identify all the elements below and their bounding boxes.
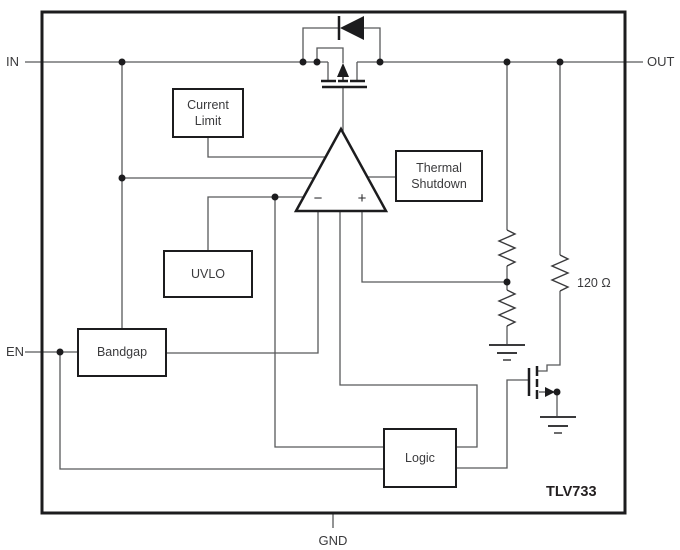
part-number-label: TLV733 <box>546 484 597 500</box>
fet-body-arrow-icon <box>337 63 349 77</box>
block-current-limit: Current Limit <box>172 88 244 138</box>
pin-label-en: EN <box>6 344 25 359</box>
wire-amp-minus-to-bandgap <box>167 210 319 354</box>
wire-en-to-logic <box>59 352 383 470</box>
resistor-value-label: 120 Ω <box>577 276 611 290</box>
feedback-resistor-bottom-icon <box>497 289 517 327</box>
pin-label-in: IN <box>6 54 19 69</box>
junction-dots <box>56 58 564 396</box>
ground-nmos-icon <box>540 416 576 434</box>
amp-plus-input-label: + <box>357 190 367 207</box>
pin-label-out: OUT <box>647 54 675 69</box>
body-diode-icon <box>340 16 364 40</box>
wire-amp-to-logic <box>339 210 478 448</box>
resistor-120ohm-icon <box>550 254 570 292</box>
wire-amp-plus-to-divider <box>361 210 507 283</box>
pulldown-nmos-icon <box>527 366 555 399</box>
nmos-body-arrow-icon <box>545 387 555 397</box>
feedback-resistor-top-icon <box>497 229 517 267</box>
wire-diode-loop <box>302 27 381 62</box>
ground-divider-icon <box>489 344 525 361</box>
pin-label-gnd: GND <box>318 533 348 548</box>
wire-uvlo-to-amp <box>207 196 304 250</box>
wire-node-to-logic <box>274 197 383 448</box>
block-uvlo: UVLO <box>163 250 253 298</box>
chip-boundary <box>40 10 627 515</box>
wire-currentlimit-to-amp <box>207 138 326 158</box>
amp-minus-input-label: − <box>313 190 323 207</box>
wire-logic-to-nmos-gate <box>457 379 528 469</box>
wire-body-loop <box>316 47 344 63</box>
block-thermal-shutdown: Thermal Shutdown <box>395 150 483 202</box>
error-amp-icon <box>293 126 389 213</box>
block-logic: Logic <box>383 428 457 488</box>
wire-r120-to-nmos <box>538 291 561 372</box>
block-bandgap: Bandgap <box>77 328 167 377</box>
pass-fet-icon <box>321 16 367 89</box>
